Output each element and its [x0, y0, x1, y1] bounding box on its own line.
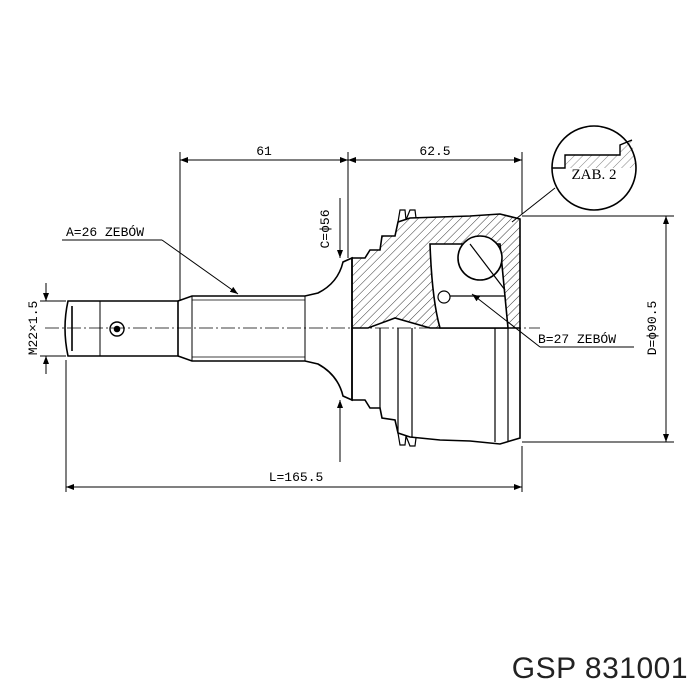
detail-callout: ZAB. 2	[511, 125, 637, 223]
dimension-62-5	[348, 152, 523, 214]
threaded-stub	[64, 300, 179, 357]
dimension-total-length	[65, 360, 523, 492]
dimension-outer-diameter	[522, 215, 674, 443]
dimension-thread	[40, 283, 66, 374]
brand-name: GSP	[511, 652, 577, 685]
dimension-61-label: 61	[256, 144, 272, 159]
dimension-61	[179, 152, 349, 300]
dimension-total-length-label: L=165.5	[269, 470, 324, 485]
part-number-caption: GSP 831001	[512, 652, 688, 686]
callout-label: ZAB. 2	[572, 167, 617, 183]
splined-shaft	[177, 256, 353, 402]
spline-a-label: A=26 ZEBÓW	[66, 225, 144, 240]
dimension-outer-diameter-label: D=ϕ90.5	[645, 301, 660, 356]
dimension-shaft-diameter-label: C=ϕ56	[318, 209, 333, 248]
spline-b-label: B=27 ZEBÓW	[538, 332, 616, 347]
part-number: 831001	[584, 652, 688, 685]
dimension-62-5-label: 62.5	[419, 144, 450, 159]
leader-spline-a	[62, 239, 239, 295]
leader-spline-b	[471, 293, 634, 348]
dimension-thread-label: M22×1.5	[26, 301, 41, 356]
